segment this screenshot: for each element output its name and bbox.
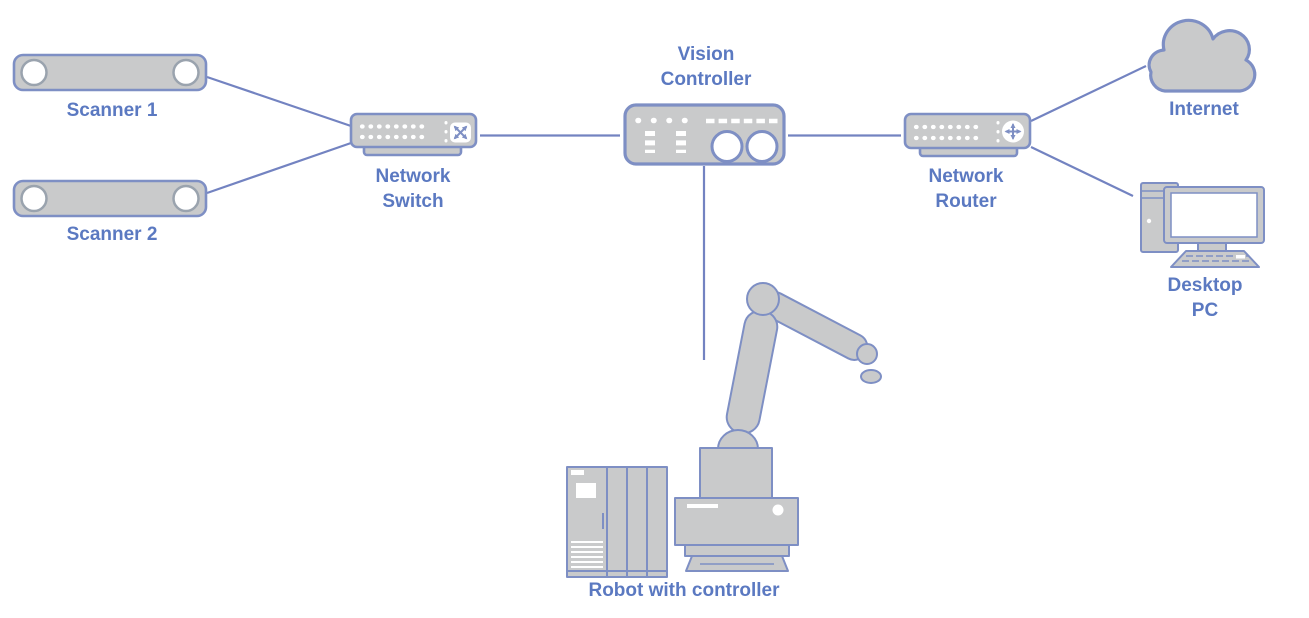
scanner-1-icon[interactable] (12, 53, 208, 92)
desktop-pc-icon[interactable] (1140, 182, 1265, 268)
four-way-arrows-icon (1004, 123, 1022, 140)
network-switch-icon[interactable] (349, 112, 478, 157)
label-scanner-1: Scanner 1 (66, 100, 158, 121)
label-network-switch: Network Switch (375, 166, 451, 212)
network-router-icon[interactable] (903, 112, 1032, 158)
label-scanner-2: Scanner 2 (66, 224, 158, 245)
connector-scanner1-to-switch (206, 75, 352, 128)
internet-cloud-icon[interactable] (1147, 18, 1257, 93)
crossed-arrows-icon (453, 125, 468, 140)
vision-controller-icon[interactable] (623, 103, 786, 166)
connectors (206, 65, 1147, 360)
connector-router-to-desktop (1030, 146, 1134, 197)
connector-scanner2-to-switch (206, 141, 352, 195)
scanner-2-icon[interactable] (12, 179, 208, 218)
label-network-router: Network Router (928, 166, 1004, 212)
label-desktop-pc: Desktop PC (1167, 275, 1243, 321)
label-internet: Internet (1169, 99, 1239, 120)
robot-controller-cabinet-icon[interactable] (566, 466, 668, 578)
robot-arm-icon[interactable] (674, 282, 882, 572)
connector-router-to-internet (1030, 65, 1147, 122)
label-robot: Robot with controller (588, 580, 780, 601)
label-vision-controller: Vision Controller (660, 44, 752, 90)
